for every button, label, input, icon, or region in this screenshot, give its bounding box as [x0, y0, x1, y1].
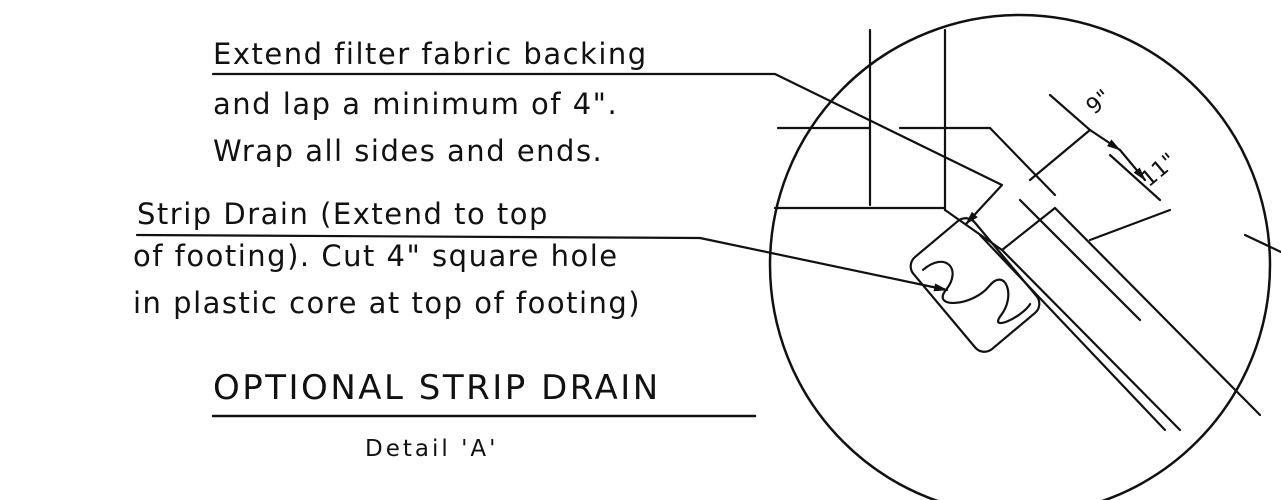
- drain-callout-line2: of footing). Cut 4" square hole: [133, 239, 619, 273]
- drain-callout-line1: Strip Drain (Extend to top: [137, 197, 549, 231]
- fabric-leader-line: [211, 72, 1004, 226]
- dimension-arrow-11: [1118, 148, 1147, 182]
- detail-circle: [768, 13, 1272, 500]
- dimension-arrow-9: [1088, 128, 1122, 152]
- detail-title: OPTIONAL STRIP DRAIN: [213, 368, 661, 408]
- fabric-callout-line1: Extend filter fabric backing: [213, 37, 648, 71]
- drain-leader-line: [135, 233, 949, 292]
- fabric-callout-line3: Wrap all sides and ends.: [213, 134, 604, 168]
- detail-subtitle: Detail 'A': [365, 436, 499, 462]
- fabric-callout-line2: and lap a minimum of 4".: [213, 87, 619, 121]
- detail-geometry: [773, 28, 1262, 432]
- right-edge-leader: [1243, 233, 1281, 254]
- drain-callout-line3: in plastic core at top of footing): [133, 286, 642, 320]
